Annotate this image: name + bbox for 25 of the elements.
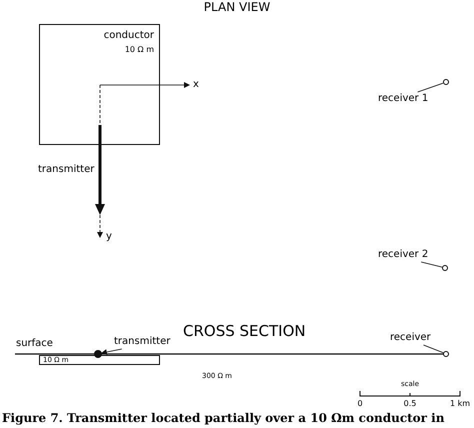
axis-label: y: [106, 232, 112, 242]
scale-tick-label: 0.5: [404, 400, 416, 408]
resistivity-label: 10 Ω m: [124, 46, 154, 54]
section-heading: CROSS SECTION: [183, 324, 306, 339]
receiver-marker: [443, 351, 449, 357]
leader-line: [420, 262, 442, 268]
point-label: receiver 2: [378, 250, 428, 260]
conductor-outline: [39, 24, 160, 145]
point-label: receiver: [390, 333, 431, 343]
conductor-block: [39, 355, 160, 365]
scale-tick-label: 1 km: [450, 400, 470, 408]
scale-tick-label: 0: [357, 400, 363, 408]
point-label: transmitter: [114, 337, 170, 347]
leader-arrow: [100, 348, 122, 355]
surface-label: surface: [16, 339, 53, 349]
leader-line: [423, 344, 444, 354]
leader-line: [417, 82, 444, 92]
box-title: conductor: [104, 31, 154, 41]
receiver-marker: [443, 79, 449, 85]
point-label: receiver 1: [378, 94, 428, 104]
axis-label: x: [193, 80, 199, 90]
figure-caption: Figure 7. Transmitter located partially over a 10 Ωm conductor in: [2, 412, 444, 424]
receiver-marker: [442, 265, 448, 271]
view-heading: PLAN VIEW: [204, 1, 270, 13]
point-label: transmitter: [38, 165, 94, 175]
